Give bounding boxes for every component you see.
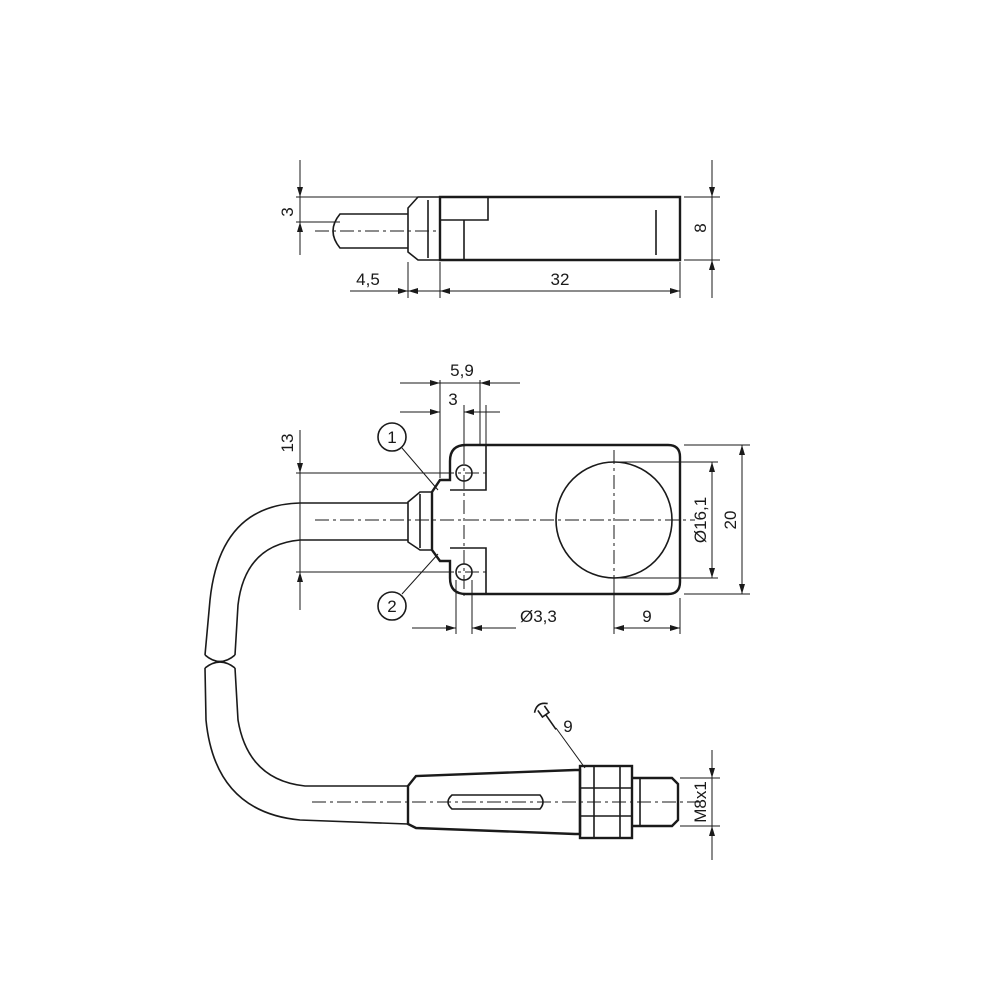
wrench-size: 9 [563, 717, 572, 736]
callout-leader-2 [401, 553, 439, 595]
wrench-leader [555, 727, 586, 769]
callout-circle-2 [377, 591, 407, 621]
dim-top-width-inner: 3 [448, 390, 457, 409]
dim-side-height-small: 3 [278, 207, 297, 216]
mounting-boss-top [450, 445, 487, 491]
connector-thread [632, 776, 680, 828]
dim-face-diameter: Ø16,1 [691, 497, 710, 543]
cable-outer [204, 502, 408, 656]
dim-side-length: 32 [551, 270, 570, 289]
side-housing-step [439, 197, 489, 221]
connector: 9 M8x1 [312, 702, 720, 860]
wrench-icon [533, 702, 557, 730]
dim-hole-diameter: Ø3,3 [520, 607, 557, 626]
connector-grip-slot [447, 794, 544, 810]
callout-leader-1 [401, 447, 439, 491]
top-housing-outline [430, 443, 682, 596]
top-cable-gland [407, 491, 432, 551]
mounting-boss-bottom [450, 547, 487, 594]
cable-lower-inner [234, 667, 408, 787]
side-housing-outline [438, 195, 682, 262]
callout-label-1: 1 [387, 428, 396, 447]
side-view: 3 8 4,5 32 [278, 160, 720, 298]
cable-inner [234, 539, 408, 656]
dim-side-height: 8 [691, 223, 710, 232]
dim-top-width-outer: 5,9 [450, 361, 474, 380]
cable-lower-outer [204, 667, 409, 825]
dim-side-cable-offset: 4,5 [356, 270, 380, 289]
dim-top-hole-spacing: 13 [278, 434, 297, 453]
callout-circle-1 [377, 422, 407, 452]
cable-break-mark [204, 654, 236, 669]
dim-top-height: 20 [721, 511, 740, 530]
top-view: 5,9 3 13 Ø16,1 20 Ø3,3 9 [204, 361, 750, 825]
callout-label-2: 2 [387, 597, 396, 616]
dim-face-offset: 9 [642, 607, 651, 626]
side-cable-gland [407, 196, 440, 261]
dim-connector-thread: M8x1 [691, 781, 710, 823]
